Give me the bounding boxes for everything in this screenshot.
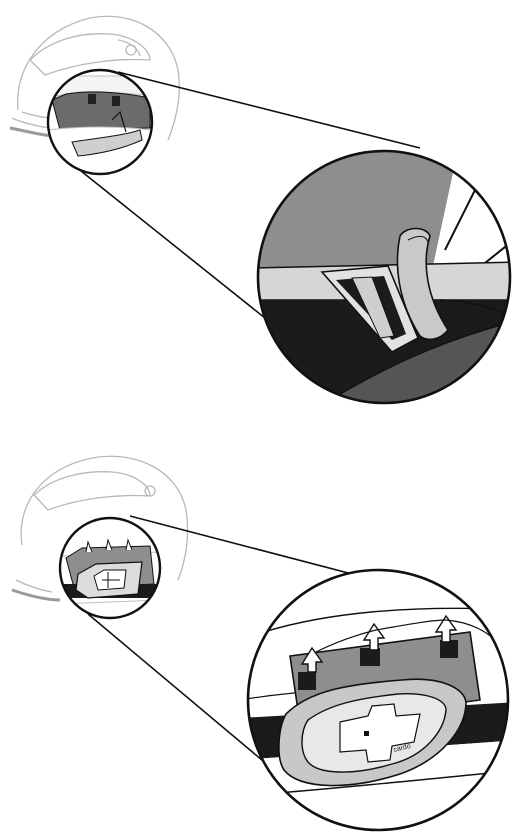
callout-circle-large-2: cardo	[240, 570, 514, 832]
panel-step-2: cardo	[12, 456, 514, 832]
callout-circle-large-1	[250, 140, 514, 420]
panel-step-1	[10, 16, 514, 420]
callout-circle-small-2	[60, 518, 160, 618]
callout-circle-small-1	[48, 70, 152, 178]
